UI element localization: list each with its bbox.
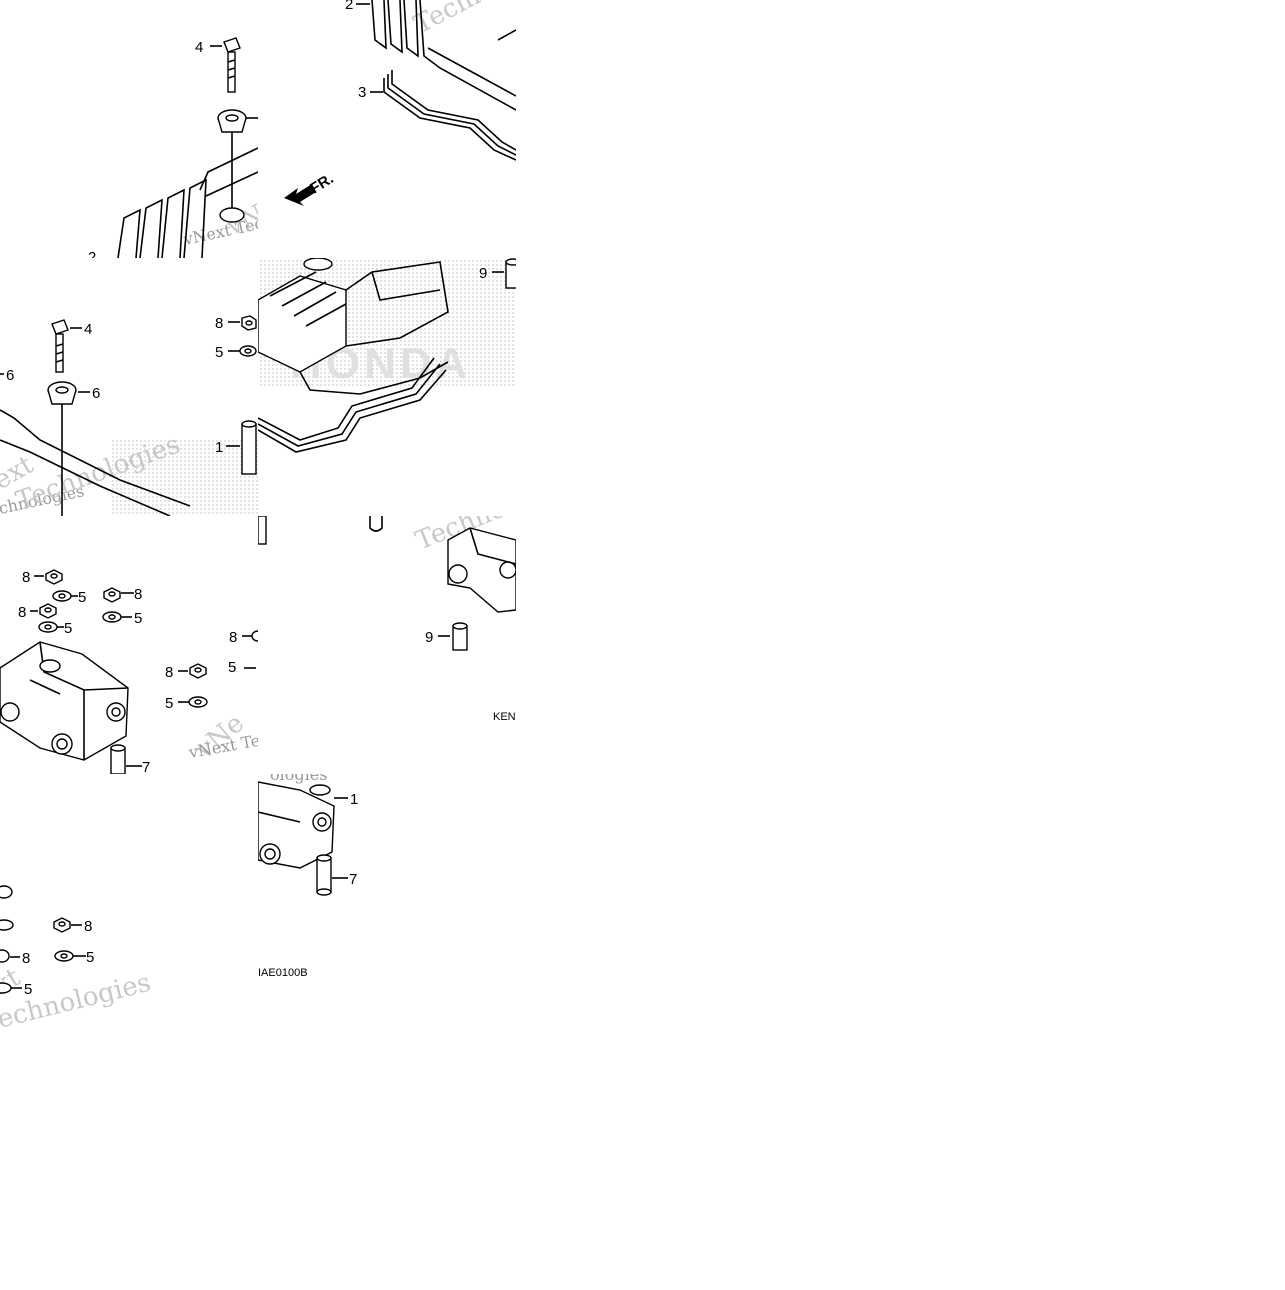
callout-label: 8 (22, 569, 30, 586)
callout-label: 3 (358, 84, 366, 101)
callout-label: 9 (479, 265, 487, 282)
gasket-part (383, 70, 516, 161)
washer-part (239, 345, 257, 357)
callout-label: 8 (165, 664, 173, 681)
dowel-pin-part (505, 258, 516, 289)
tile-third-middle: Techno 9 KEN (258, 516, 516, 723)
watermark-text: xt (0, 962, 26, 1001)
callout-label: 5 (215, 344, 223, 361)
callout-label: 1 (215, 439, 223, 456)
dowel-pin-part (241, 420, 257, 475)
callout-label: 8 (134, 586, 142, 603)
grommet-part (47, 381, 77, 405)
tile-second-left: ext chnologies Technologies 4 6 6 8 (0, 315, 258, 516)
watermark-text: Techno (409, 0, 506, 40)
watermark-text: ologies (270, 765, 327, 784)
gasket-part (258, 357, 447, 453)
grommet-part (217, 109, 247, 133)
callout-label: 8 (84, 918, 92, 935)
dowel-pin-part (452, 622, 468, 651)
cylinder-head-cover-part (258, 261, 449, 395)
tile-top-middle: Techno 2 3 FR. (284, 0, 516, 206)
partial-callouts: 5 (228, 659, 256, 676)
diagram-code: KEN (493, 711, 516, 723)
callout-label: 7 (349, 871, 357, 888)
front-direction-arrow: FR. (284, 170, 337, 206)
watermark-text: echnologies (0, 968, 154, 1035)
cylinder-head-cover-part (117, 147, 258, 258)
diagram-code: IAE0100B (258, 967, 308, 979)
nut-part (39, 603, 57, 619)
dowel-pin-part (316, 854, 332, 896)
washer-part (0, 982, 12, 994)
nut-part (251, 630, 258, 642)
tile-third-left: vNe vNext Te 8 5 8 5 8 5 8 5 8 (0, 569, 258, 776)
rocker-arm-holder-part (447, 527, 516, 613)
callout-label: 2 (88, 249, 96, 266)
nut-part (241, 315, 257, 331)
nut-part (189, 663, 207, 679)
rocker-arm-holder-part (0, 641, 129, 761)
rocker-arm-holder-part (258, 781, 335, 869)
callout-label: 8 (18, 604, 26, 621)
callout-label: 5 (64, 620, 72, 637)
callout-label: 5 (165, 695, 173, 712)
dowel-pin-part (110, 744, 126, 774)
washer-part (52, 590, 72, 602)
callout-label: 4 (84, 321, 92, 338)
tile-bottom-left: xt echnologies 8 8 5 5 (0, 885, 154, 1035)
callout-label: 5 (86, 949, 94, 966)
callout-label: 6 (6, 367, 14, 384)
callout-label: 9 (425, 629, 433, 646)
callout-label: 2 (345, 0, 353, 13)
callout-label: 4 (195, 39, 203, 56)
callout-label: 6 (92, 385, 100, 402)
callout-label: 5 (24, 981, 32, 998)
nut-part (53, 917, 71, 933)
callout-label: 5 (134, 610, 142, 627)
washer-part (102, 611, 122, 623)
cylinder-head-cover-part (371, 0, 516, 111)
bolt-part (51, 319, 69, 373)
callout-label: 5 (228, 659, 236, 676)
callout-label: 5 (78, 589, 86, 606)
washer-part (38, 621, 58, 633)
tile-bottom-middle: ologies 1 7 IAE0100B (258, 765, 358, 979)
nut-part (0, 949, 10, 963)
nut-part (103, 587, 121, 603)
callout-label: 8 (215, 315, 223, 332)
nut-part (45, 569, 63, 585)
washer-part (54, 950, 74, 962)
callout-label: 1 (350, 791, 358, 808)
bolt-part (223, 37, 241, 93)
washer-part (188, 696, 208, 708)
callout-label: 8 (229, 629, 237, 646)
callout-label: 8 (22, 950, 30, 967)
callout-label: 7 (142, 759, 150, 776)
tile-top-left: vNext Tec vNext 4 2 (88, 37, 258, 266)
tile-second-middle: HONDA 9 (258, 258, 516, 453)
